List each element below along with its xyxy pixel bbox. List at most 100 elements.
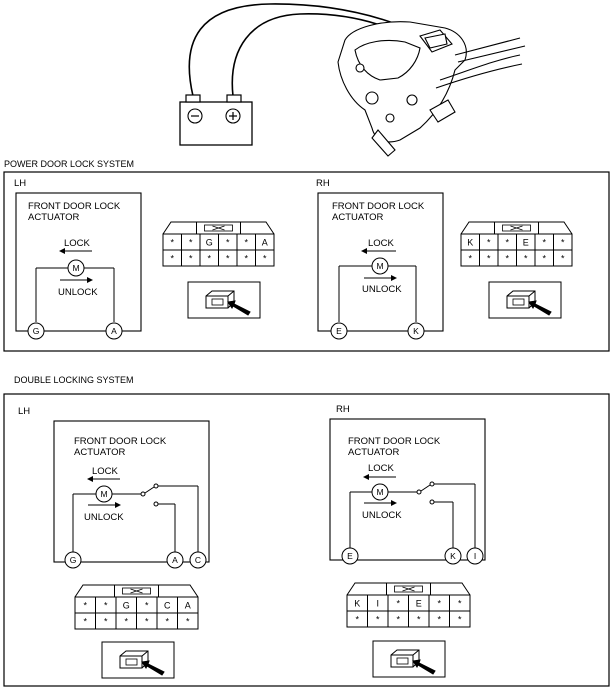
power-lh-actuator-box	[15, 192, 142, 332]
double-rh-connector-cell-label: *	[355, 615, 359, 625]
double-rh-connector-cell-label: *	[458, 615, 462, 625]
power-rh-motor-label: M	[376, 261, 383, 271]
power-lh-unlock-label: UNLOCK	[58, 287, 98, 298]
double-rh-motor-label: M	[376, 487, 383, 497]
double-lh-connector-cell-label: A	[185, 601, 191, 611]
power-lh-connector-cell-label: G	[206, 238, 213, 248]
power-lh-connector-cell-label: *	[170, 254, 174, 264]
power-rh-connector: K**E********	[460, 221, 573, 267]
power-rh-actuator-box	[317, 192, 444, 332]
double-section-title: DOUBLE LOCKING SYSTEM	[14, 375, 134, 385]
battery-icon	[179, 94, 253, 146]
double-rh-unlock-label: UNLOCK	[362, 510, 402, 521]
power-rh-actuator-line2: ACTUATOR	[332, 212, 384, 223]
double-lh-connector-cell-label: *	[165, 617, 169, 627]
double-lh-connector-cell-label: *	[104, 617, 108, 627]
power-rh-connector-cell-label: *	[505, 238, 509, 248]
double-lh-connector-cell-label: *	[83, 601, 87, 611]
double-lh-switch-contact-bottom	[153, 501, 159, 507]
double-rh-connector-cell-label: E	[416, 599, 422, 609]
double-lh-group: LH FRONT DOOR LOCK ACTUATOR LOCK M UNLOC…	[18, 406, 210, 679]
power-rh-connector-cell-label: *	[505, 254, 509, 264]
double-lh-connector-cell-label: G	[123, 601, 130, 611]
double-rh-actuator-line2: ACTUATOR	[348, 447, 400, 458]
double-lh-connector-cell-label: *	[145, 617, 149, 627]
double-section-frame	[3, 393, 610, 687]
power-rh-actuator-line1: FRONT DOOR LOCK	[332, 201, 425, 212]
double-lh-terminal-left-label: G	[70, 555, 77, 565]
power-rh-label: RH	[316, 178, 330, 189]
power-section-title: POWER DOOR LOCK SYSTEM	[4, 159, 134, 169]
double-rh-connector-view-icon-block-slot	[396, 657, 409, 665]
power-lh-terminal-right-label: A	[111, 326, 117, 336]
power-lh-connector-view-icon-block-slot	[211, 298, 224, 306]
power-lh-connector-cell-label: *	[263, 254, 267, 264]
double-lh-terminal-mid-label: A	[172, 555, 178, 565]
power-rh-connector-cell-label: *	[524, 254, 528, 264]
double-lh-terminal-right-label: C	[195, 555, 201, 565]
double-rh-switch-blade	[420, 484, 431, 492]
power-rh-terminal-left	[330, 322, 348, 340]
power-rh-connector-cell-label: *	[561, 254, 565, 264]
double-rh-actuator-box	[329, 418, 486, 561]
power-rh-terminal-right-label: K	[413, 326, 419, 336]
double-lh-label: LH	[18, 406, 30, 417]
power-rh-connector-cell-label: *	[542, 238, 546, 248]
double-lh-motor-icon	[95, 485, 113, 503]
power-rh-connector-cell-label: E	[523, 238, 529, 248]
power-lh-actuator-line2: ACTUATOR	[28, 212, 80, 223]
double-lh-connector-cell-label: C	[164, 601, 171, 611]
power-rh-lock-label: LOCK	[368, 238, 395, 249]
power-lh-motor-label: M	[72, 263, 79, 273]
power-lh-connector-cell-label: *	[226, 238, 230, 248]
double-rh-terminal-left	[341, 547, 359, 565]
double-rh-connector-latch-mark	[402, 586, 415, 592]
power-lh-connector-latch-mark	[212, 225, 225, 231]
power-rh-connector-cell-label: *	[487, 254, 491, 264]
power-rh-motor-icon	[371, 257, 389, 275]
double-rh-connector-cell-label: *	[396, 599, 400, 609]
double-rh-connector-cell-label: *	[458, 599, 462, 609]
power-lh-connector-cell-label: A	[262, 238, 268, 248]
double-rh-lock-label: LOCK	[368, 463, 395, 474]
double-lh-connector-cell-label: *	[104, 601, 108, 611]
power-lh-connector-cell-label: *	[170, 238, 174, 248]
double-lh-lock-label: LOCK	[92, 466, 119, 477]
power-lh-connector-cell	[255, 249, 275, 267]
double-rh-group: RH FRONT DOOR LOCK ACTUATOR LOCK M UNLOC…	[329, 404, 486, 678]
double-lh-connector-view-icon-arrow	[141, 660, 165, 676]
double-rh-terminal-mid-label: K	[450, 551, 456, 561]
power-lh-connector-cell-label: *	[244, 238, 248, 248]
double-lh-terminal-mid	[166, 551, 184, 569]
power-lh-motor-icon	[67, 259, 85, 277]
power-lh-connector-cell-label: *	[189, 254, 193, 264]
double-rh-switch-contact-bottom	[429, 499, 435, 505]
power-rh-connector-cell-label: *	[487, 238, 491, 248]
power-rh-unlock-label: UNLOCK	[362, 284, 402, 295]
power-lh-connector-view-icon-arrow	[227, 300, 251, 316]
double-rh-terminal-left-label: E	[347, 551, 353, 561]
double-rh-actuator-line1: FRONT DOOR LOCK	[348, 436, 441, 447]
double-rh-connector-view-icon	[372, 640, 446, 678]
power-lh-connector-cell-label: *	[189, 238, 193, 248]
power-lh-connector-view-icon	[187, 281, 261, 319]
power-lh-lock-label: LOCK	[64, 238, 91, 249]
power-lh-terminal-left	[27, 322, 45, 340]
double-lh-terminal-right	[189, 551, 207, 569]
double-lh-connector-view-icon	[101, 641, 175, 679]
battery-and-actuator-illustration	[179, 3, 526, 157]
power-rh-connector-cell-label: *	[561, 238, 565, 248]
double-lh-connector-latch-mark	[130, 588, 143, 594]
power-rh-connector-cell-label: *	[542, 254, 546, 264]
double-lh-connector-cell-label: *	[145, 601, 149, 611]
double-lh-unlock-label: UNLOCK	[84, 512, 124, 523]
power-section-frame	[3, 171, 610, 352]
power-lh-group: LH FRONT DOOR LOCK ACTUATOR LOCK M UNLOC…	[14, 178, 275, 340]
power-lh-connector-cell-label: *	[207, 254, 211, 264]
double-lh-connector-cell	[177, 612, 199, 630]
double-lh-actuator-box	[53, 420, 210, 563]
power-rh-group: RH FRONT DOOR LOCK ACTUATOR LOCK M UNLOC…	[316, 178, 573, 340]
power-lh-label: LH	[14, 178, 26, 189]
